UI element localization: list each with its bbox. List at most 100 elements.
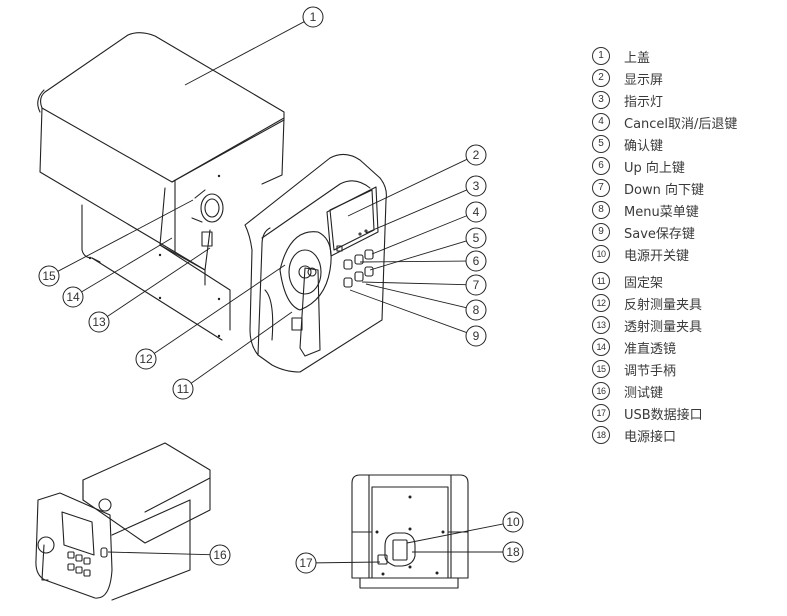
legend-number: 17: [592, 404, 610, 422]
legend-item: 4 Cancel取消/后退键: [592, 112, 737, 132]
adjust-handle: [299, 267, 321, 357]
callout-leader-line: [361, 281, 467, 286]
callout-number: 7: [473, 278, 480, 292]
back-view: [351, 474, 469, 589]
indicator-light: [358, 232, 362, 236]
callout-circle: [465, 227, 487, 249]
callout-circle: [465, 175, 487, 197]
callout-circle: [502, 511, 524, 533]
callout-circle: [465, 299, 487, 321]
legend-item: 7 Down 向下键: [592, 178, 704, 198]
legend-label: 上盖: [624, 50, 651, 66]
legend-label: Up 向上键: [624, 160, 685, 176]
legend-label: 指示灯: [624, 94, 664, 110]
callout-number: 4: [473, 205, 480, 219]
legend-label: USB数据接口: [624, 407, 703, 423]
legend-label: 电源接口: [624, 429, 677, 445]
callout-circle: [295, 552, 317, 574]
power-switch: [392, 539, 408, 561]
transmission-fixture: [201, 231, 213, 247]
legend-number: 5: [592, 135, 610, 153]
callout-number: 9: [473, 329, 480, 343]
cancel-key: [364, 249, 374, 260]
legend-number: 10: [592, 245, 610, 263]
legend-number: 8: [592, 201, 610, 219]
callout-leader-line: [406, 523, 504, 544]
legend-item: 2 显示屏: [592, 68, 663, 88]
callout-number: 8: [473, 303, 480, 317]
callout-number: 2: [473, 148, 480, 162]
callout-leader-line: [107, 247, 211, 317]
legend-number: 1: [592, 47, 610, 65]
callout-circle: [465, 274, 487, 296]
callout-number: 1: [310, 10, 317, 24]
power-socket: [384, 532, 416, 567]
collimator-lens: [200, 193, 224, 223]
callout-circle: [465, 250, 487, 272]
legend-label: 电源开关键: [624, 248, 690, 264]
reflective-fixture: [279, 231, 332, 311]
callout-circle: [172, 378, 194, 400]
legend-number: 14: [592, 338, 610, 356]
legend-number: 13: [592, 316, 610, 334]
legend-label: 显示屏: [624, 72, 664, 88]
legend-label: 调节手柄: [624, 363, 677, 379]
callout-circle: [38, 265, 60, 287]
callout-leader-line: [57, 199, 194, 272]
callout-leader-line: [365, 189, 467, 234]
callout-leader-line: [315, 561, 381, 564]
callout-number: 11: [177, 382, 190, 396]
callout-number: 16: [213, 548, 227, 562]
legend-number: 9: [592, 223, 610, 241]
callout-leader-line: [184, 21, 305, 86]
legend-item: 5 确认键: [592, 134, 663, 154]
keypad: [343, 249, 374, 288]
callout-number: 3: [473, 179, 480, 193]
legend-item: 14 准直透镜: [592, 337, 676, 357]
legend-number: 2: [592, 69, 610, 87]
callout-leader-line: [365, 283, 467, 309]
legend-number: 7: [592, 179, 610, 197]
legend-number: 4: [592, 113, 610, 131]
callout-circle: [88, 311, 110, 333]
callout-circle: [465, 201, 487, 223]
callout-leader-line: [154, 264, 286, 354]
up-key: [343, 259, 353, 270]
callout-number: 6: [473, 254, 480, 268]
menu-key: [354, 271, 364, 282]
legend-label: 测试键: [624, 385, 664, 401]
test-key: [100, 547, 108, 558]
fixing-bracket: [291, 317, 303, 331]
legend-number: 11: [592, 272, 610, 290]
callout-leader-line: [81, 237, 173, 293]
legend-number: 12: [592, 294, 610, 312]
callout-number: 18: [506, 545, 520, 559]
callout-number: 15: [42, 269, 56, 283]
legend-number: 6: [592, 157, 610, 175]
legend-label: 准直透镜: [624, 341, 677, 357]
callout-leader-line: [107, 551, 211, 556]
callout-circle: [135, 348, 157, 370]
legend-label: Cancel取消/后退键: [624, 116, 738, 132]
callout-circle: [209, 544, 231, 566]
legend-item: 17 USB数据接口: [592, 403, 703, 423]
usb-port: [377, 554, 388, 565]
callout-circle: [465, 325, 487, 347]
callout-leader-line: [349, 289, 467, 333]
legend-label: 确认键: [624, 138, 664, 154]
legend-label: Down 向下键: [624, 182, 704, 198]
legend-label: Save保存键: [624, 226, 695, 242]
callout-circle: [502, 541, 524, 563]
callout-circle: [465, 144, 487, 166]
save-key: [343, 277, 353, 288]
legend-item: 6 Up 向上键: [592, 156, 685, 176]
